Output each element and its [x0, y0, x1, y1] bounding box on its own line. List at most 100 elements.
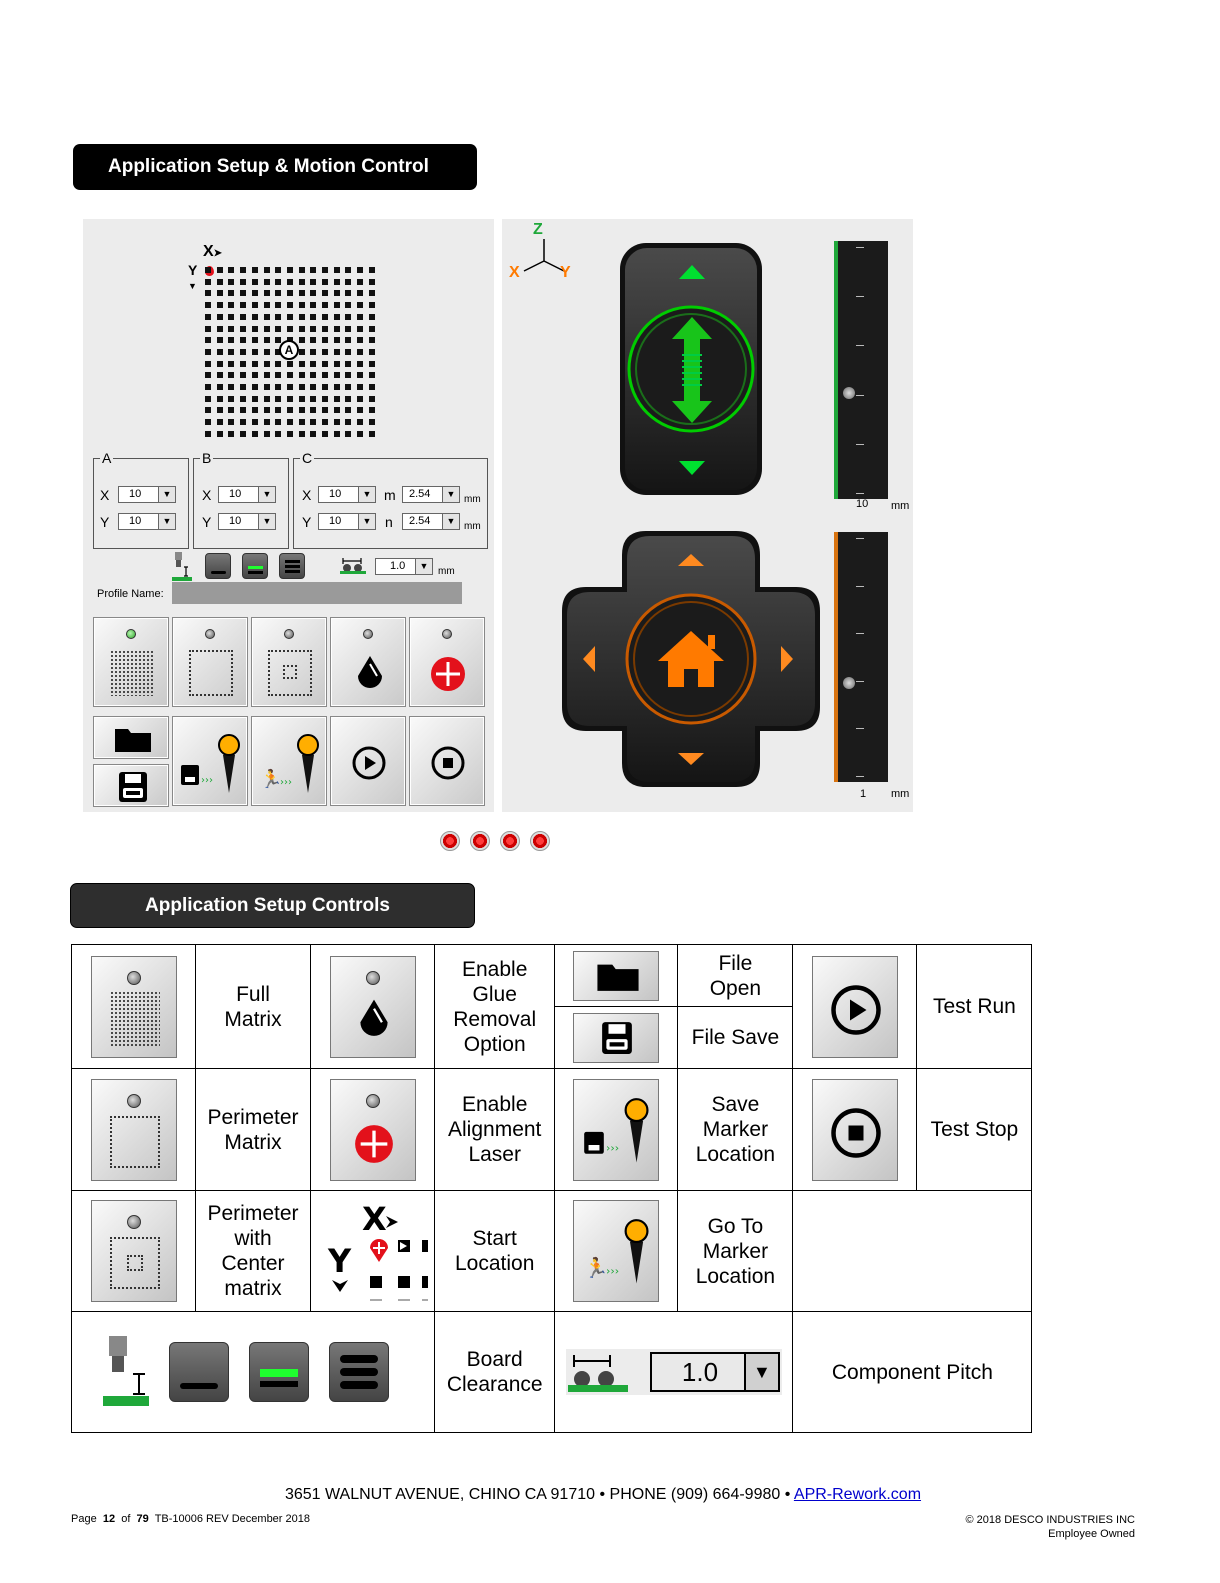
perimeter-matrix-button[interactable] — [172, 617, 248, 707]
matrix-dot — [322, 313, 328, 320]
matrix-dot — [357, 337, 364, 344]
matrix-dot — [368, 407, 375, 414]
matrix-dot — [263, 430, 270, 437]
home-button[interactable] — [652, 627, 730, 691]
matrix-dot — [368, 290, 375, 297]
a-x-label: X — [100, 487, 110, 503]
file-open-button[interactable] — [93, 716, 169, 759]
c-x-select[interactable]: 10▼ — [318, 486, 376, 503]
matrix-dot — [228, 395, 235, 402]
matrix-dot — [310, 325, 317, 332]
scale-tick — [856, 443, 864, 445]
matrix-dot — [368, 395, 375, 402]
alignment-laser-button[interactable] — [409, 617, 485, 707]
matrix-dot — [228, 372, 235, 379]
clearance-low-button[interactable] — [205, 553, 231, 579]
group-a: A X Y 10▼ 10▼ — [93, 450, 189, 549]
z-up-button[interactable] — [677, 263, 707, 281]
matrix-dot — [205, 267, 211, 273]
chevron-down-icon: ▼ — [358, 487, 375, 502]
legend-perimeter-icon-cell — [71, 1068, 196, 1191]
legend-file-open-icon-cell — [554, 944, 679, 1007]
glue-removal-button[interactable] — [330, 617, 406, 707]
matrix-dot — [263, 384, 270, 390]
matrix-dot — [205, 395, 211, 402]
matrix-dot — [357, 325, 364, 332]
matrix-dot — [216, 395, 223, 402]
matrix-dot — [251, 302, 258, 309]
z-scale-slider[interactable] — [843, 387, 855, 399]
clearance-mid-button[interactable] — [242, 553, 268, 579]
matrix-dot — [228, 337, 235, 344]
goto-marker-button[interactable]: 🏃››› — [251, 716, 327, 806]
profile-name-input[interactable] — [172, 582, 462, 604]
matrix-dot — [333, 407, 340, 414]
c-y-select[interactable]: 10▼ — [318, 513, 376, 530]
matrix-dot — [310, 360, 317, 367]
matrix-dot — [310, 372, 317, 379]
matrix-dot — [333, 302, 340, 309]
y-plus-button[interactable] — [676, 551, 706, 569]
grid-start-marker: A — [279, 340, 299, 360]
perimeter-matrix-button — [90, 1078, 177, 1181]
matrix-dot — [263, 313, 270, 320]
matrix-dot — [333, 348, 340, 355]
matrix-dot — [322, 372, 328, 379]
a-y-label: Y — [100, 514, 110, 530]
folder-icon — [115, 729, 151, 752]
c-n-select[interactable]: 2.54▼ — [402, 513, 460, 530]
matrix-dot — [275, 384, 282, 390]
a-x-select[interactable]: 10▼ — [118, 486, 176, 503]
matrix-dot — [216, 372, 223, 379]
clearance-high-button[interactable] — [279, 553, 305, 579]
full-matrix-button[interactable] — [93, 617, 169, 707]
matrix-dot — [298, 267, 305, 273]
laser-crosshair-icon — [431, 657, 465, 691]
a-y-select[interactable]: 10▼ — [118, 513, 176, 530]
legend-perimeter-center-label: Perimeter with Center matrix — [195, 1190, 311, 1312]
perimeter-center-button[interactable] — [251, 617, 327, 707]
matrix-dot — [205, 360, 211, 367]
matrix-dot — [275, 278, 282, 285]
matrix-dot — [263, 325, 270, 332]
c-m-select[interactable]: 2.54▼ — [402, 486, 460, 503]
clearance-mid-button — [249, 1342, 309, 1402]
b-y-select[interactable]: 10▼ — [218, 513, 276, 530]
pitch-unit: mm — [438, 566, 455, 577]
x-plus-button[interactable] — [778, 644, 796, 674]
test-stop-button[interactable] — [409, 716, 485, 806]
legend-file-save-icon-cell — [554, 1006, 679, 1069]
file-open-button — [573, 950, 660, 1001]
matrix-dot — [345, 348, 352, 355]
file-save-button[interactable] — [93, 764, 169, 807]
matrix-dot — [322, 290, 328, 297]
matrix-dot — [298, 360, 305, 367]
matrix-dot — [205, 384, 211, 390]
x-minus-button[interactable] — [580, 644, 598, 674]
matrix-dot — [333, 337, 340, 344]
matrix-dot — [298, 348, 305, 355]
matrix-dot — [286, 302, 293, 309]
y-minus-button[interactable] — [676, 750, 706, 768]
test-run-button[interactable] — [330, 716, 406, 806]
pitch-select: 1.0 ▼ — [649, 1352, 780, 1392]
save-marker-button[interactable]: ››› — [172, 716, 248, 806]
controls-legend-table: Full Matrix Enable Glue Removal Option F… — [71, 944, 1033, 1433]
matrix-dot — [251, 419, 258, 426]
matrix-dot — [228, 290, 235, 297]
legend-full-matrix-icon-cell — [71, 944, 196, 1069]
matrix-dot — [251, 360, 258, 367]
z-down-button[interactable] — [677, 459, 707, 477]
pitch-select[interactable]: 1.0▼ — [375, 558, 433, 575]
xy-scale-slider[interactable] — [843, 677, 855, 689]
website-link[interactable]: APR-Rework.com — [793, 1486, 922, 1503]
legend-test-run-icon-cell — [792, 944, 918, 1069]
status-led — [284, 629, 294, 639]
matrix-dot — [275, 325, 282, 332]
b-x-select[interactable]: 10▼ — [218, 486, 276, 503]
matrix-dot — [216, 290, 223, 297]
legend-board-clearance-icon-cell — [71, 1311, 435, 1433]
b-y-label: Y — [202, 514, 212, 530]
matrix-dot — [357, 313, 364, 320]
stop-icon — [431, 746, 465, 780]
